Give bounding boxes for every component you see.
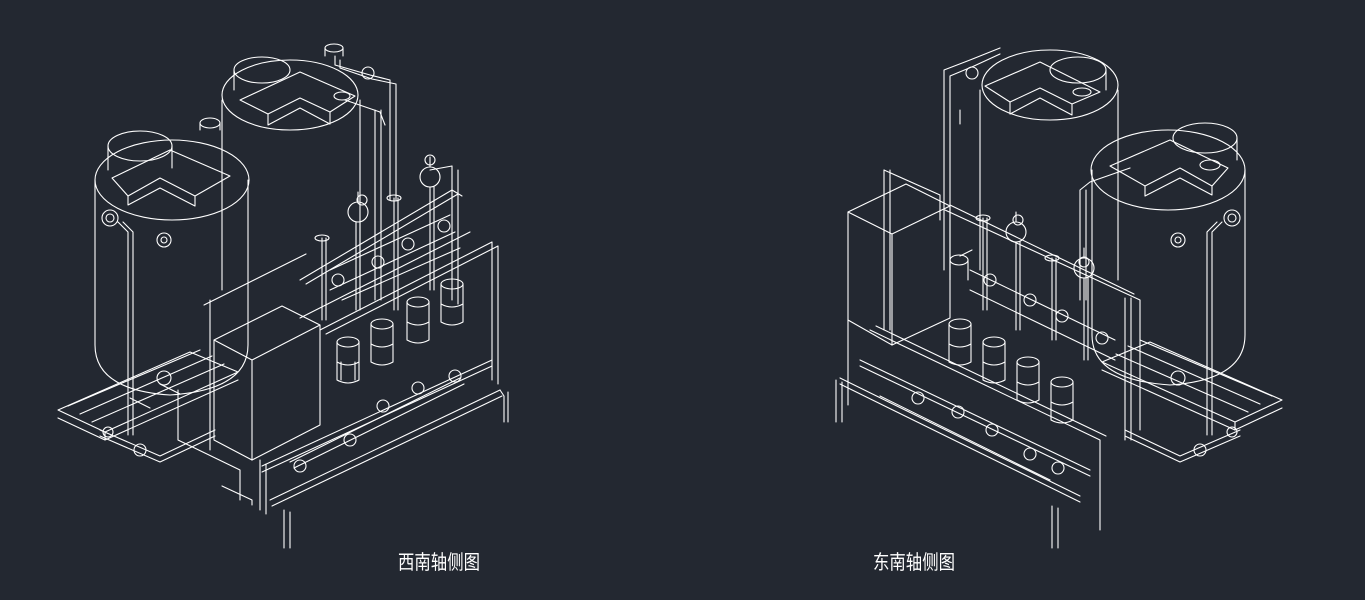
southwest-isometric-drawing: [57, 43, 509, 549]
tank-2-sw: [221, 43, 397, 301]
southeast-isometric-drawing: [835, 47, 1283, 549]
base-frame-sw: [57, 349, 239, 441]
pumps-sw: [336, 278, 464, 384]
view-label-southwest-isometric: 西南轴侧图: [398, 550, 480, 574]
valve-assembly-se: [949, 211, 1116, 361]
control-cabinet-sw: [203, 253, 321, 515]
base-frame-se: [1101, 339, 1283, 431]
equipment-frame-sw: [299, 165, 499, 385]
manifold-se: [835, 359, 1241, 549]
manifold-sw: [99, 359, 509, 549]
tank-1-se: [1090, 122, 1246, 436]
control-cabinet-se: [847, 169, 951, 406]
tank-2-se: [943, 47, 1131, 301]
view-label-southeast-isometric: 东南轴侧图: [873, 550, 955, 574]
pumps-se: [948, 318, 1074, 424]
valve-assembly-sw: [314, 154, 461, 321]
tank-1-sw: [94, 117, 250, 436]
